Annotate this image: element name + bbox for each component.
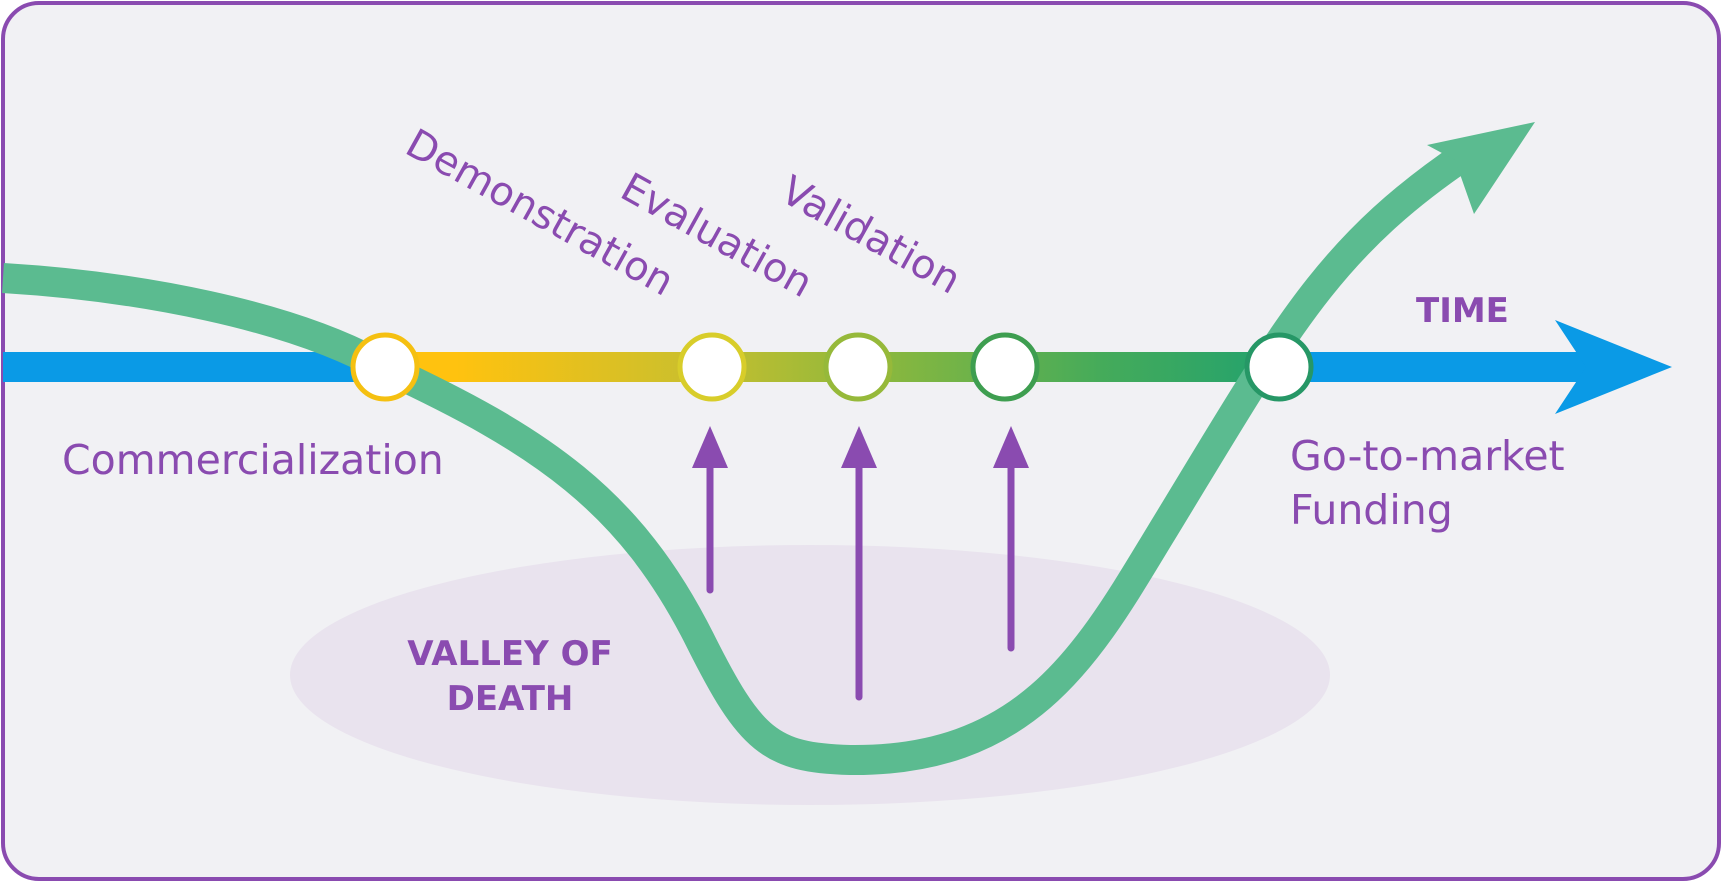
- time-axis-right: [1278, 352, 1588, 382]
- time-axis-arrowhead: [1555, 320, 1672, 414]
- funding-curve: [2, 142, 1474, 776]
- label-valley-line1: VALLEY OF: [407, 634, 612, 674]
- label-funding: Funding: [1290, 486, 1453, 534]
- milestone-commercialization: [350, 332, 420, 402]
- funding-curve-arrowhead: [1427, 122, 1535, 214]
- stage-arrow-evaluation: [841, 426, 877, 701]
- stage-arrow-validation: [993, 426, 1029, 652]
- milestone-go-to-market: [1244, 332, 1314, 402]
- valley-of-death-area: [290, 545, 1330, 805]
- milestone-evaluation: [823, 332, 893, 402]
- milestone-validation: [970, 332, 1040, 402]
- label-time: TIME: [1416, 291, 1509, 331]
- stage-arrow-demonstration: [692, 426, 728, 594]
- label-go-to-market: Go-to-market: [1290, 432, 1565, 480]
- time-axis-left: [3, 352, 387, 382]
- label-valley-line2: DEATH: [447, 679, 574, 719]
- milestone-demonstration: [677, 332, 747, 402]
- label-commercialization: Commercialization: [62, 436, 444, 484]
